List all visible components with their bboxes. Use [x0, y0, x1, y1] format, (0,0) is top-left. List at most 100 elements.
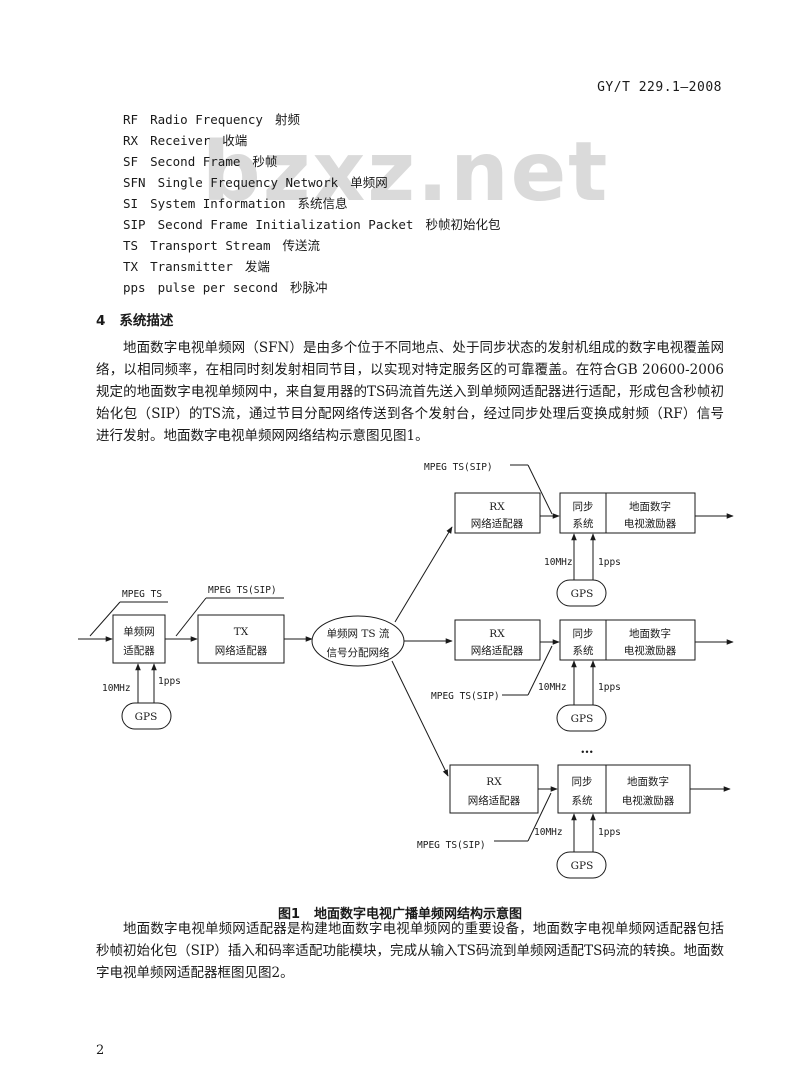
abbr-code: TX — [123, 259, 139, 274]
page-number: 2 — [96, 1043, 105, 1058]
abbr-code: SIP — [123, 217, 146, 232]
sync-label: 系统 — [573, 517, 594, 530]
tx-label: 网络适配器 — [215, 644, 268, 657]
label-1pps: 1pps — [598, 827, 621, 838]
standard-number: GY/T 229.1—2008 — [597, 80, 722, 95]
branch-arrow — [391, 660, 449, 777]
abbr-english: Transmitter — [150, 259, 233, 274]
rx-network-adapter-box — [454, 619, 541, 661]
gps-label: GPS — [571, 588, 594, 600]
network-label: 单频网 TS 流 — [327, 627, 390, 640]
exciter-box — [605, 619, 696, 661]
rx-label: 网络适配器 — [471, 644, 524, 657]
leader-line — [527, 792, 552, 842]
abbr-code: SI — [123, 196, 139, 211]
abbr-chinese: 秒脉冲 — [290, 280, 328, 295]
exciter-label: 电视激励器 — [622, 794, 675, 807]
exciter-label: 地面数字 — [629, 500, 671, 513]
rx-label: RX — [486, 776, 502, 788]
exciter-label: 地面数字 — [627, 775, 669, 788]
label-10mhz: 10MHz — [534, 827, 563, 838]
abbr-chinese: 射频 — [274, 112, 300, 127]
label-mpeg-ts-sip: MPEG TS(SIP) — [424, 462, 493, 473]
label-mpeg-ts-sip: MPEG TS(SIP) — [431, 691, 500, 702]
label-mpeg-ts-sip: MPEG TS(SIP) — [208, 585, 277, 596]
figure-number: 图1 — [277, 907, 301, 922]
more-branches-ellipsis: … — [581, 742, 594, 757]
sync-system-box — [559, 492, 607, 534]
abbr-english: Transport Stream — [150, 238, 271, 253]
abbr-chinese: 秒帧 — [252, 154, 278, 169]
abbr-code: RF — [123, 112, 139, 127]
rx-network-adapter-box — [454, 492, 541, 534]
abbreviation-item: SI System Information 系统信息 — [123, 193, 348, 212]
label-1pps: 1pps — [598, 682, 621, 693]
sync-label: 同步 — [572, 776, 593, 788]
abbr-english: Second Frame — [150, 154, 241, 169]
sfn-adapter-box — [112, 614, 166, 664]
rx-label: 网络适配器 — [471, 517, 524, 530]
gps-label: GPS — [571, 860, 594, 872]
sfn-adapter-label: 单频网 — [123, 625, 155, 638]
exciter-label: 地面数字 — [629, 627, 671, 640]
leader-line — [527, 645, 553, 696]
abbr-english: Second Frame Initialization Packet — [157, 217, 414, 232]
network-label: 信号分配网络 — [327, 646, 390, 659]
label-mpeg-ts: MPEG TS — [122, 589, 162, 600]
gps-box — [556, 851, 607, 879]
abbr-code: pps — [123, 280, 146, 295]
sfn-adapter-label: 适配器 — [123, 645, 155, 657]
exciter-label: 电视激励器 — [624, 644, 677, 657]
sfn-network-diagram: MPEG TS 单频网 适配器 MPEG TS(SIP) TX 网络适配器 单频… — [78, 462, 734, 879]
label-1pps: 1pps — [598, 557, 621, 568]
abbr-english: System Information — [150, 196, 286, 211]
abbr-english: Radio Frequency — [150, 112, 263, 127]
abbr-chinese: 系统信息 — [297, 196, 348, 211]
label-10mhz: 10MHz — [538, 682, 567, 693]
abbreviation-item: RX Receiver 收端 — [123, 130, 247, 149]
abbr-code: TS — [123, 238, 139, 253]
leader-line — [175, 597, 207, 637]
section-title: 系统描述 — [119, 313, 174, 329]
abbr-code: SF — [123, 154, 139, 169]
figure-title: 地面数字电视广播单频网结构示意图 — [314, 907, 523, 922]
abbr-english: Receiver — [150, 133, 211, 148]
tx-network-adapter-box — [197, 614, 285, 664]
sync-label: 系统 — [573, 644, 594, 657]
abbr-code: RX — [123, 133, 139, 148]
abbreviation-item: RF Radio Frequency 射频 — [123, 109, 300, 128]
gps-label: GPS — [571, 713, 594, 725]
abbr-chinese: 收端 — [222, 133, 248, 148]
leader-line — [89, 601, 121, 637]
rx-label: RX — [489, 628, 505, 640]
label-1pps: 1pps — [158, 676, 181, 687]
sync-label: 同步 — [573, 628, 594, 640]
tx-label: TX — [234, 626, 249, 638]
watermark: bzxz.net — [202, 125, 610, 220]
gps-label: GPS — [135, 711, 158, 723]
sync-system-box — [559, 619, 607, 661]
sync-label: 系统 — [572, 794, 593, 807]
sync-label: 同步 — [573, 501, 594, 513]
branch-arrow — [394, 526, 453, 623]
gps-box — [121, 702, 172, 730]
section-number: 4 — [96, 313, 106, 329]
abbr-chinese: 秒帧初始化包 — [425, 217, 501, 232]
sync-system-box — [557, 764, 607, 814]
abbreviation-item: SF Second Frame 秒帧 — [123, 151, 277, 170]
rx-network-adapter-box — [449, 764, 539, 814]
abbr-chinese: 发端 — [244, 259, 270, 274]
rx-label: 网络适配器 — [468, 794, 521, 807]
label-10mhz: 10MHz — [544, 557, 573, 568]
figure-caption: 图1 地面数字电视广播单频网结构示意图 — [0, 903, 800, 922]
label-10mhz: 10MHz — [102, 683, 131, 694]
abbreviation-item: TX Transmitter 发端 — [123, 256, 270, 275]
body-paragraph: 地面数字电视单频网（SFN）是由多个位于不同地点、处于同步状态的发射机组成的数字… — [96, 340, 724, 444]
exciter-box — [605, 492, 696, 534]
section-heading: 4 系统描述 — [96, 309, 173, 329]
abbr-chinese: 传送流 — [282, 238, 320, 253]
abbr-english: pulse per second — [157, 280, 278, 295]
body-paragraph: 地面数字电视单频网适配器是构建地面数字电视单频网的重要设备，地面数字电视单频网适… — [96, 921, 724, 981]
abbr-code: SFN — [123, 175, 146, 190]
